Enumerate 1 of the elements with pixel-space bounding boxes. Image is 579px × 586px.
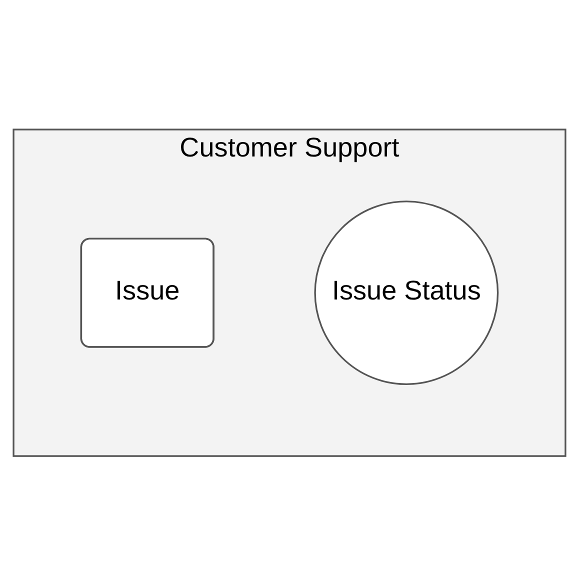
node-circle: Issue Status xyxy=(314,200,499,386)
